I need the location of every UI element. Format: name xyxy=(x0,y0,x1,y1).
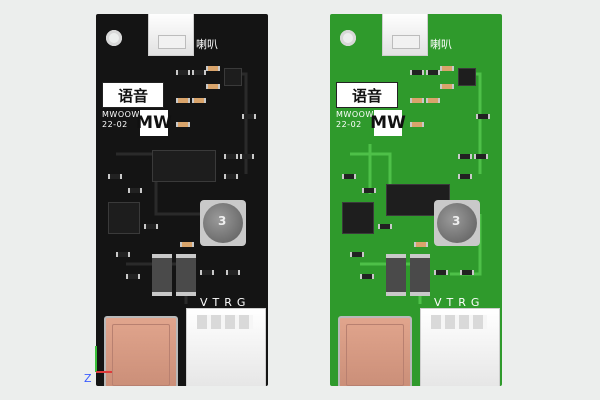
model-line-2: 22-02 xyxy=(336,120,362,129)
resistor xyxy=(410,70,424,75)
resistor xyxy=(200,270,214,275)
capacitor xyxy=(426,98,440,103)
electrolytic-capacitor: 3 xyxy=(434,200,480,246)
resistor xyxy=(192,70,206,75)
resistor xyxy=(224,154,238,159)
capacitor xyxy=(176,98,190,103)
capacitor xyxy=(410,122,424,127)
resistor xyxy=(116,252,130,257)
inductor xyxy=(386,254,406,296)
pcb-board-black: 喇叭 语音 MWOOW 22-02 MW 3 VTRG xyxy=(96,14,268,386)
resistor xyxy=(224,174,238,179)
pcb-board-green: 喇叭 语音 MWOOW 22-02 MW 3 VTRG xyxy=(330,14,502,386)
capacitor xyxy=(440,66,454,71)
electrolytic-capacitor: 3 xyxy=(200,200,246,246)
pin-labels: VTRG xyxy=(434,296,485,309)
transistor xyxy=(458,68,476,86)
capacitor xyxy=(440,84,454,89)
capacitor xyxy=(176,122,190,127)
model-line-1: MWOOW xyxy=(102,110,140,119)
resistor xyxy=(176,70,190,75)
resistor xyxy=(226,270,240,275)
capacitor xyxy=(410,98,424,103)
resistor xyxy=(128,188,142,193)
resistor xyxy=(240,154,254,159)
pin-labels: VTRG xyxy=(200,296,251,309)
transistor xyxy=(224,68,242,86)
resistor xyxy=(378,224,392,229)
resistor xyxy=(362,188,376,193)
jst-connector xyxy=(186,308,266,386)
capacitor xyxy=(192,98,206,103)
speaker-label: 喇叭 xyxy=(196,38,218,51)
resistor xyxy=(426,70,440,75)
resistor xyxy=(460,270,474,275)
resistor xyxy=(242,114,256,119)
voice-label: 语音 xyxy=(102,82,164,108)
capacitor xyxy=(206,84,220,89)
speaker-label: 喇叭 xyxy=(430,38,452,51)
inductor xyxy=(176,254,196,296)
resistor xyxy=(144,224,158,229)
model-text: MWOOW 22-02 xyxy=(336,110,374,130)
resistor xyxy=(434,270,448,275)
capacitor xyxy=(414,242,428,247)
mounting-hole xyxy=(106,30,122,46)
resistor xyxy=(126,274,140,279)
axis-indicator xyxy=(95,346,112,373)
ic-chip-small xyxy=(342,202,374,234)
ic-chip-small xyxy=(108,202,140,234)
resistor xyxy=(458,174,472,179)
ic-chip-large xyxy=(152,150,216,182)
jst-connector xyxy=(420,308,500,386)
resistor xyxy=(342,174,356,179)
mounting-hole xyxy=(340,30,356,46)
resistor xyxy=(350,252,364,257)
resistor xyxy=(476,114,490,119)
capacitor xyxy=(206,66,220,71)
axis-z-label: Z xyxy=(84,372,92,385)
usb-c-connector xyxy=(338,316,412,386)
resistor xyxy=(474,154,488,159)
mw-logo: MW xyxy=(136,110,172,136)
resistor xyxy=(360,274,374,279)
mw-logo: MW xyxy=(370,110,406,136)
speaker-connector xyxy=(382,14,428,56)
speaker-connector xyxy=(148,14,194,56)
resistor xyxy=(108,174,122,179)
inductor xyxy=(410,254,430,296)
model-line-2: 22-02 xyxy=(102,120,128,129)
resistor xyxy=(458,154,472,159)
model-line-1: MWOOW xyxy=(336,110,374,119)
usb-c-connector xyxy=(104,316,178,386)
model-text: MWOOW 22-02 xyxy=(102,110,140,130)
inductor xyxy=(152,254,172,296)
voice-label: 语音 xyxy=(336,82,398,108)
capacitor xyxy=(180,242,194,247)
